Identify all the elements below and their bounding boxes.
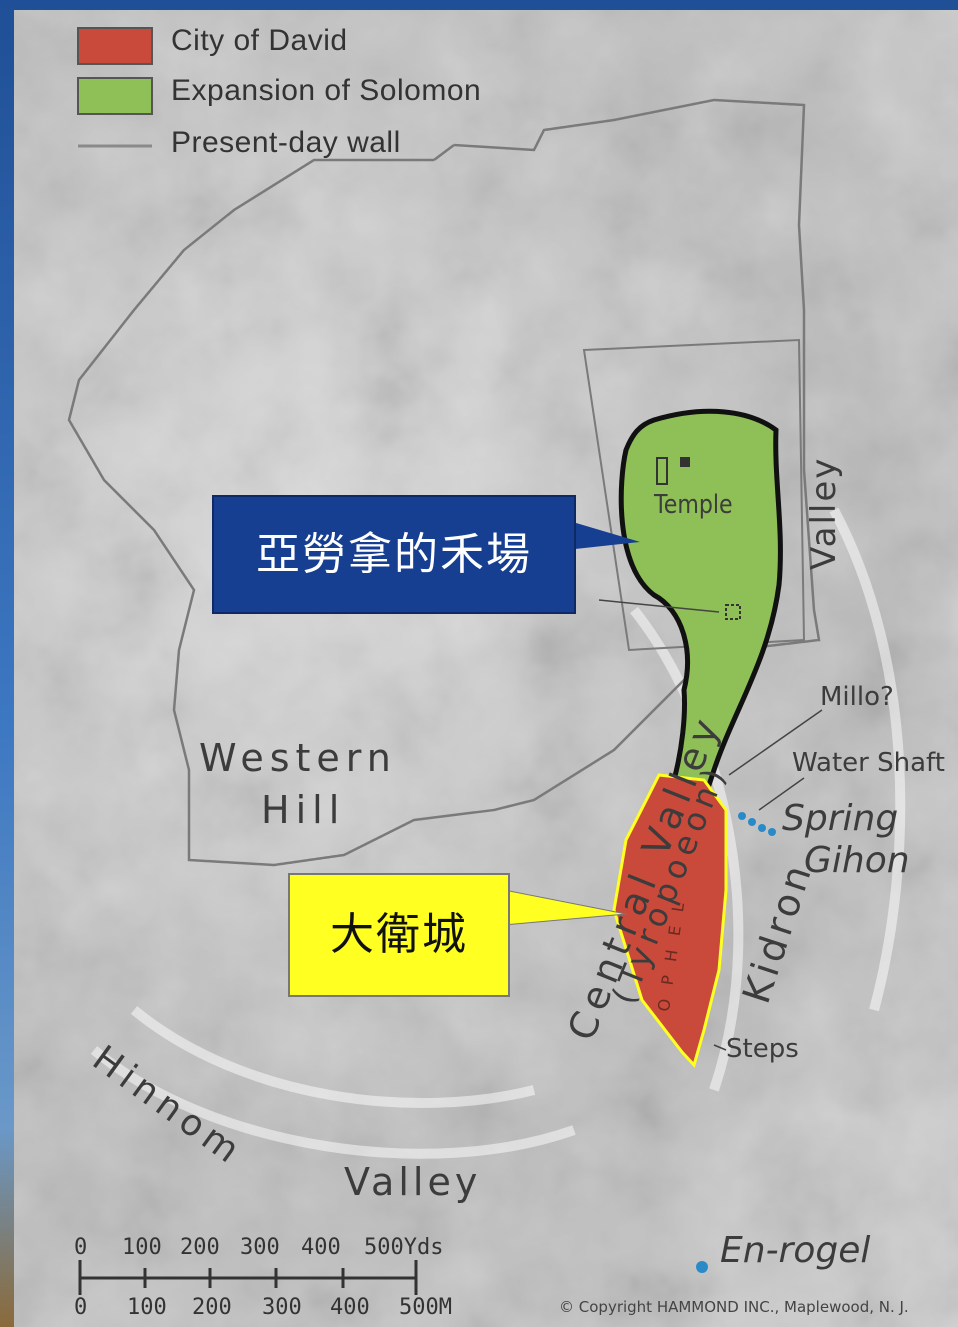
scale-yards-100: 100 — [122, 1235, 162, 1260]
place-water-shaft: Water Shaft — [792, 748, 945, 778]
scale-yards-0: 0 — [74, 1235, 88, 1260]
map-drawing — [14, 10, 958, 1327]
legend-swatch-solomon — [77, 77, 153, 115]
place-spring: Spring — [782, 798, 899, 839]
temple-icon — [656, 457, 741, 620]
place-en-rogel: En-rogel — [720, 1230, 871, 1271]
scale-meters-300: 300 — [262, 1295, 302, 1320]
legend-label-wall: Present-day wall — [171, 126, 401, 159]
present-day-wall — [67, 98, 821, 867]
legend-swatch-city-of-david — [77, 27, 153, 65]
scale-yards-300: 300 — [240, 1235, 280, 1260]
scale-meters-100: 100 — [127, 1295, 167, 1320]
temple-mount-outline — [582, 338, 806, 652]
place-western: Western — [199, 736, 397, 780]
legend-label-solomon: Expansion of Solomon — [171, 74, 482, 107]
scale-meters-500: 500M — [399, 1295, 452, 1320]
scale-yards-200: 200 — [180, 1235, 220, 1260]
en-rogel-marker — [696, 1261, 708, 1273]
jerusalem-map: City of David Expansion of Solomon Prese… — [14, 10, 958, 1327]
callout-pointer-threshing — [566, 520, 640, 550]
copyright-text: © Copyright HAMMOND INC., Maplewood, N. … — [559, 1298, 909, 1316]
terrain-relief — [14, 10, 958, 1327]
city-of-david-area — [612, 773, 728, 1068]
scale-yards-400: 400 — [301, 1235, 341, 1260]
leader-lines — [598, 599, 823, 1051]
place-steps: Steps — [726, 1034, 799, 1064]
place-valley-right: Valley — [804, 456, 844, 570]
scale-yards-500: 500Yds — [364, 1235, 444, 1260]
callout-city-of-david: 大衛城 — [288, 873, 510, 997]
scale-bar — [78, 1260, 418, 1295]
place-millo: Millo? — [820, 682, 894, 712]
scale-meters-200: 200 — [192, 1295, 232, 1320]
place-temple: Temple — [654, 490, 733, 520]
callout-threshing-floor: 亞勞拿的禾場 — [212, 495, 576, 614]
place-hill: Hill — [261, 788, 346, 832]
place-valley-bottom: Valley — [344, 1160, 482, 1204]
scale-meters-400: 400 — [330, 1295, 370, 1320]
scale-meters-0: 0 — [74, 1295, 88, 1320]
place-gihon: Gihon — [804, 840, 910, 881]
spring-gihon-marker — [738, 812, 776, 836]
legend-label-city-of-david: City of David — [171, 24, 348, 57]
